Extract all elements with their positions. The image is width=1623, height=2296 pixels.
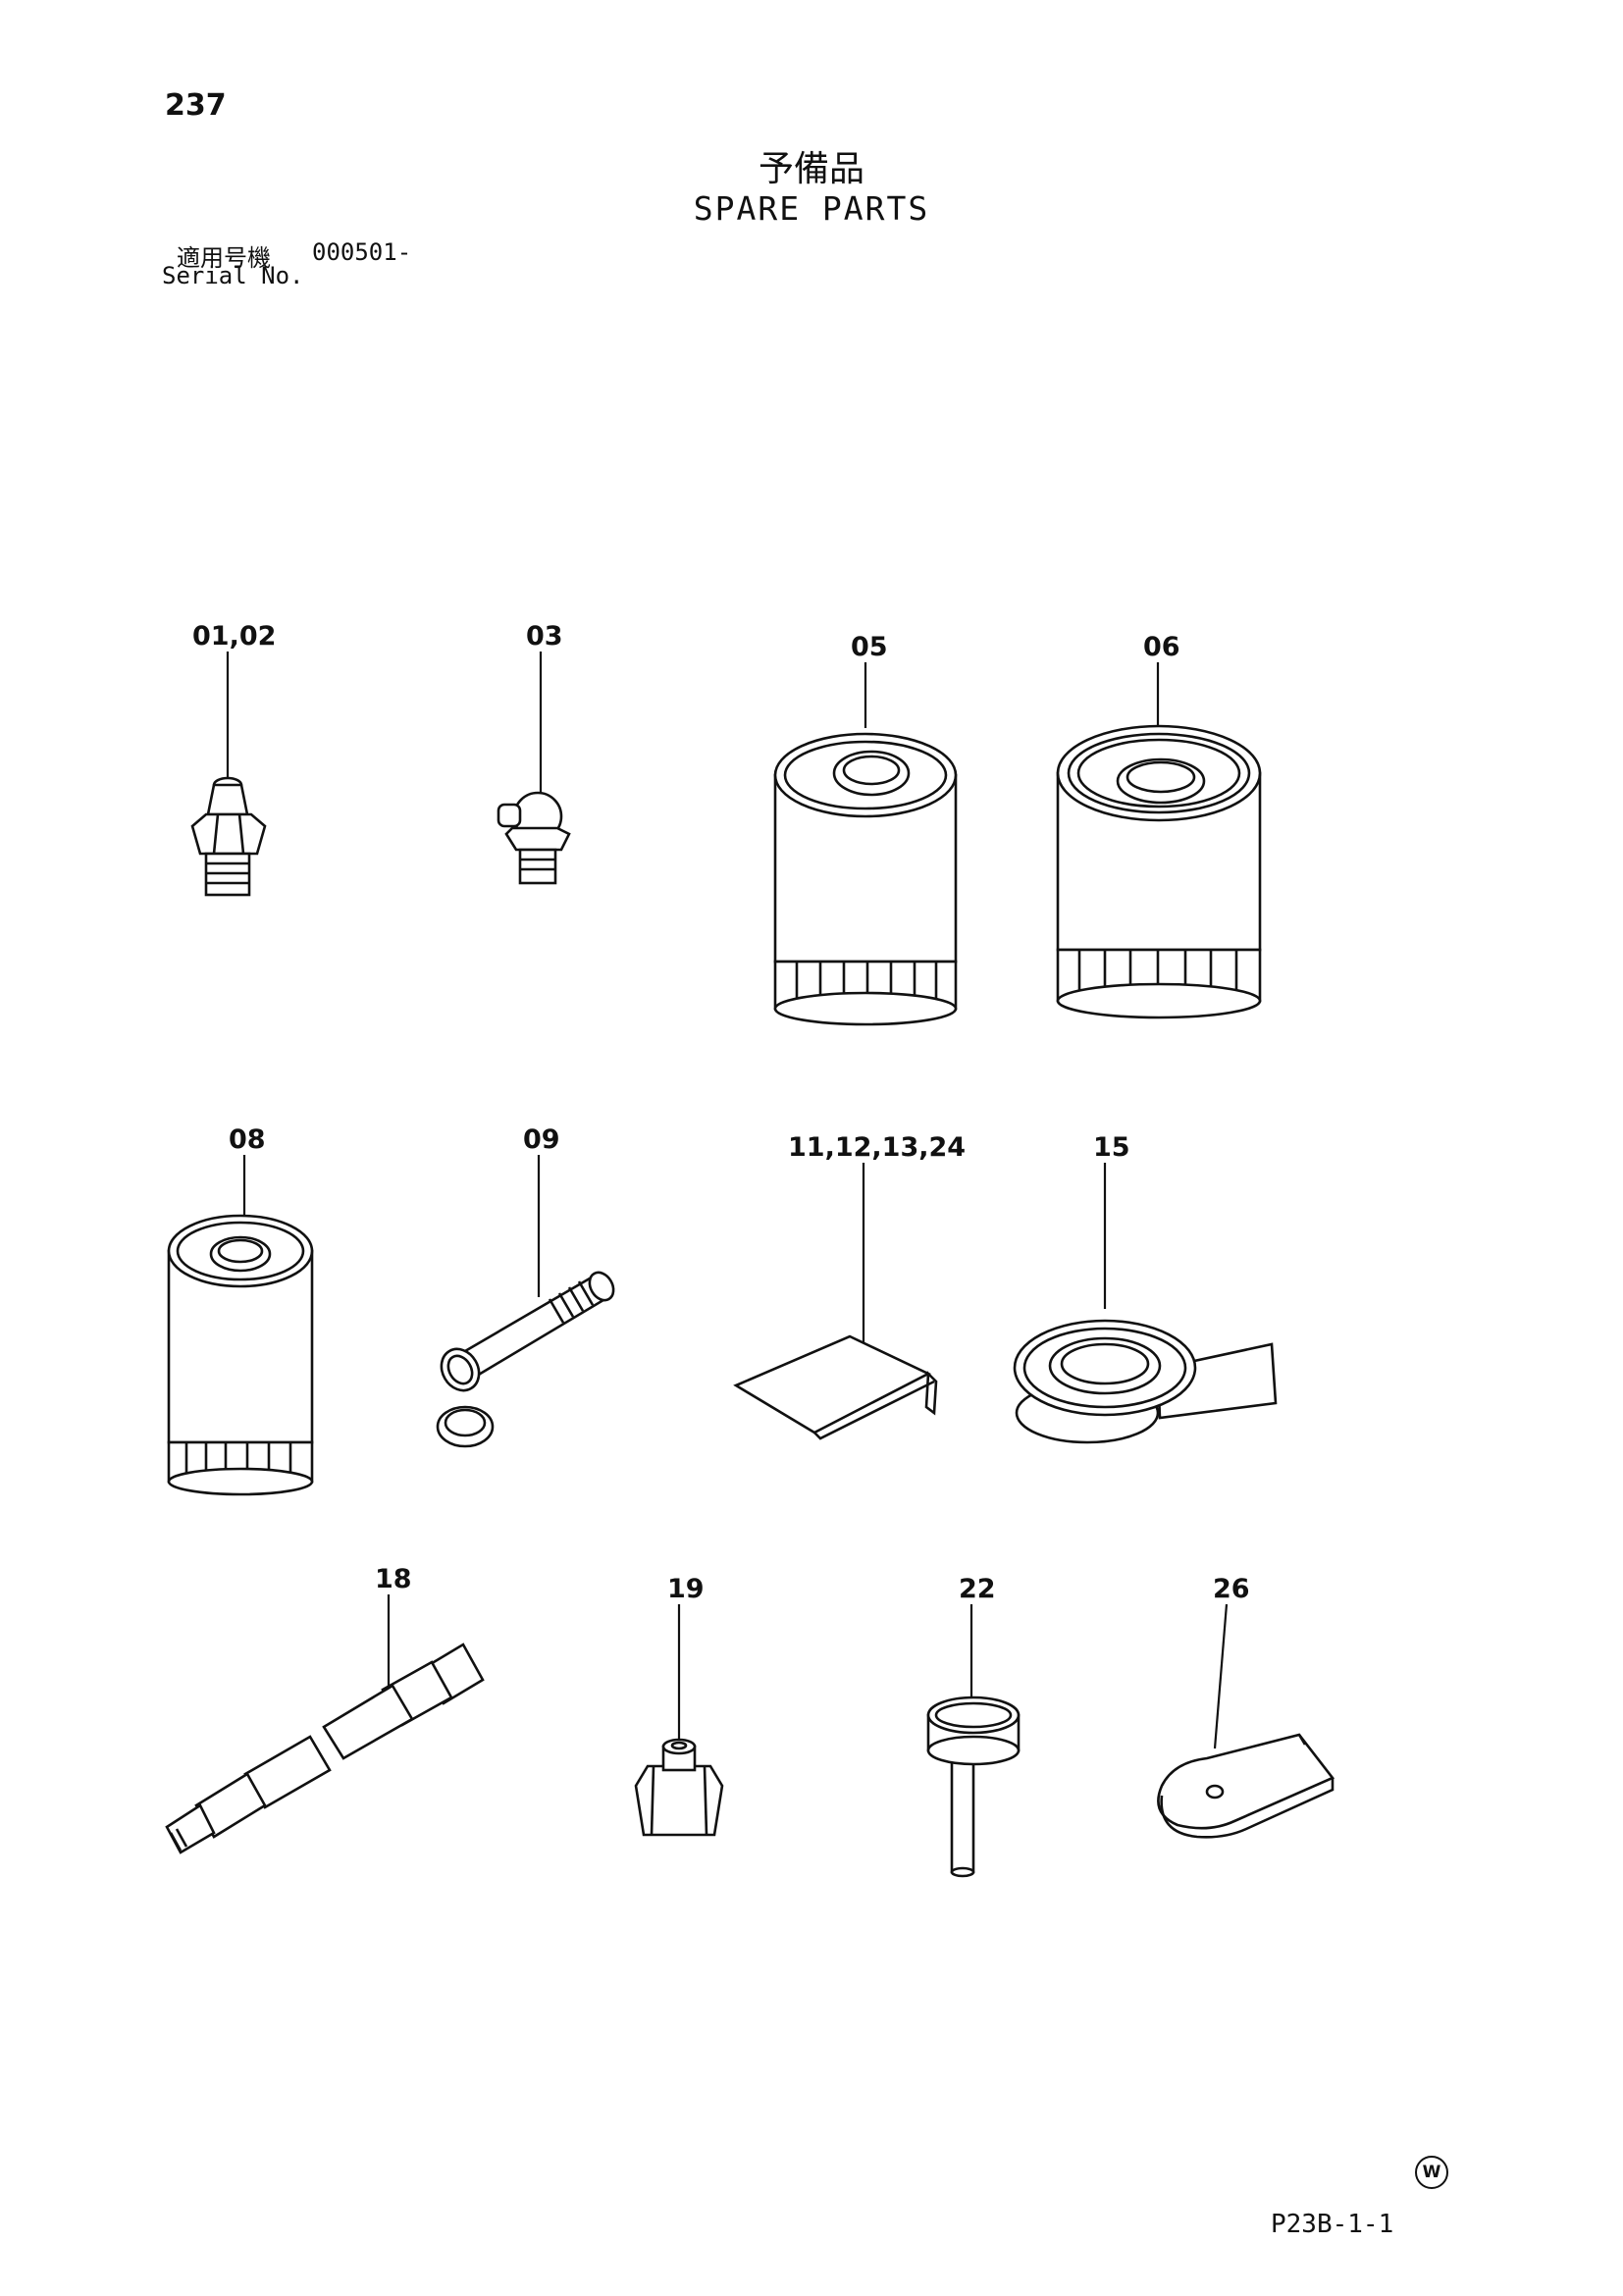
- seal-tape-roll-icon: [1013, 1319, 1278, 1444]
- cartridge-filter-icon: [167, 1214, 314, 1496]
- callout-05: 05: [851, 632, 888, 662]
- part-11-12-13-24: 11,12,13,24: [733, 1132, 966, 1440]
- serial-label-en: Serial No.: [162, 262, 304, 289]
- copyright-mark: W: [1415, 2156, 1448, 2189]
- part-18: 18: [165, 1564, 485, 1854]
- callout-06: 06: [1143, 632, 1180, 662]
- grease-hose-icon: [165, 1643, 485, 1854]
- callout-18: 18: [375, 1564, 412, 1594]
- part-08: 08: [167, 1124, 314, 1496]
- grease-nipple-angled-icon: [497, 791, 571, 885]
- flat-plate-icon: [733, 1334, 938, 1440]
- serial-value: 000501-: [312, 238, 412, 266]
- nut-fitting-icon: [634, 1738, 724, 1837]
- page-title-jp: 予備品: [758, 149, 864, 189]
- callout-15: 15: [1093, 1132, 1130, 1163]
- part-19: 19: [634, 1574, 724, 1837]
- part-09: 09: [436, 1124, 615, 1448]
- callout-08: 08: [229, 1124, 266, 1155]
- page-title-en: SPARE PARTS: [693, 189, 930, 228]
- callout-26: 26: [1213, 1574, 1250, 1604]
- serial-label-jp: 適用号機: [177, 244, 271, 272]
- part-22: 22: [926, 1574, 1021, 1878]
- drawing-code: P23B-1-1: [1271, 2210, 1394, 2239]
- part-15: 15: [1013, 1132, 1278, 1444]
- grease-nipple-straight-icon: [190, 776, 267, 897]
- part-01-02: 01,02: [190, 621, 276, 897]
- callout-19: 19: [667, 1574, 705, 1604]
- part-05: 05: [773, 632, 958, 1026]
- page-number: 237: [165, 88, 227, 123]
- strainer-with-cap-icon: [436, 1271, 615, 1448]
- part-03: 03: [497, 621, 571, 885]
- part-26: 26: [1157, 1574, 1335, 1839]
- spin-on-filter-large-icon: [1056, 724, 1262, 1019]
- cap-pin-icon: [926, 1696, 1021, 1878]
- callout-09: 09: [523, 1124, 560, 1155]
- callout-11-12-13-24: 11,12,13,24: [788, 1132, 966, 1163]
- callout-22: 22: [959, 1574, 996, 1604]
- tag-icon: [1157, 1733, 1335, 1839]
- part-06: 06: [1056, 632, 1262, 1019]
- spin-on-filter-icon: [773, 732, 958, 1026]
- callout-03: 03: [526, 621, 563, 652]
- callout-01-02: 01,02: [192, 621, 276, 652]
